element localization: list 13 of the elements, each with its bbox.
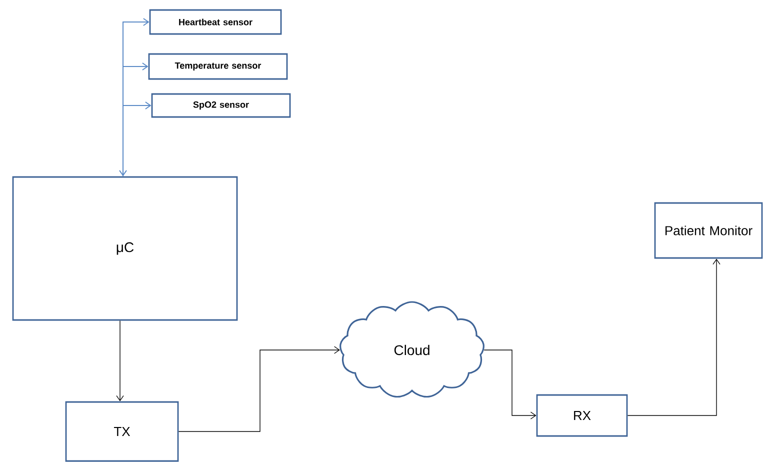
sensor-box: Heartbeat sensor	[149, 9, 282, 35]
arrow	[119, 18, 150, 176]
monitor-box: Patient Monitor	[654, 202, 763, 259]
transmitter-box: TX	[65, 401, 179, 462]
arrow	[122, 102, 152, 177]
receiver-box: RX	[536, 394, 628, 437]
arrow	[627, 258, 720, 416]
arrow	[178, 346, 340, 432]
arrow	[484, 350, 536, 420]
controller-box: μC	[12, 176, 238, 321]
sensor-box: SpO2 sensor	[151, 93, 291, 118]
arrow	[116, 320, 124, 402]
sensor-box: Temperature sensor	[148, 53, 288, 80]
